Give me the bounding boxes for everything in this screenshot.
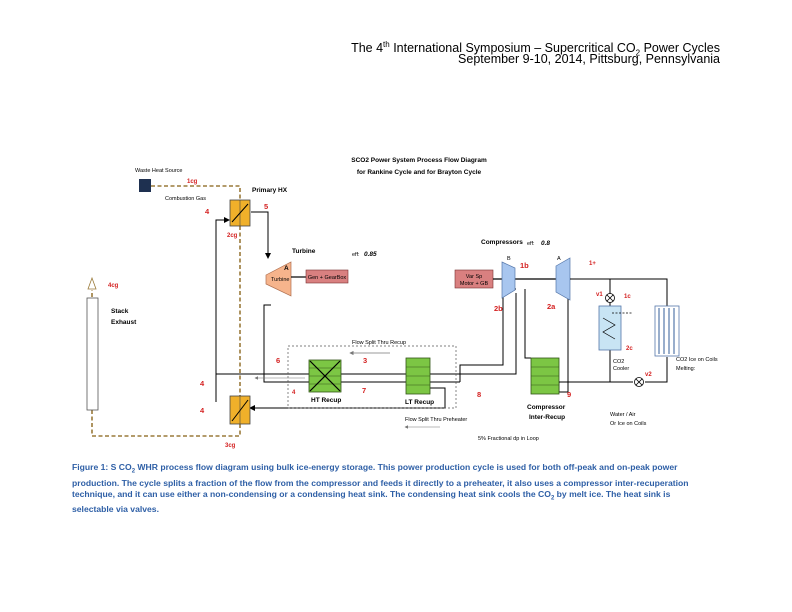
lt-recup-label: LT Recup <box>405 399 434 406</box>
waste-heat-source-label: Waste Heat Source <box>135 168 182 174</box>
state-4-top: 4 <box>205 207 210 216</box>
state-4cg: 4cg <box>108 283 119 289</box>
state-4-mid: 4 <box>292 390 296 396</box>
state-3: 3 <box>363 356 367 365</box>
state-5: 5 <box>264 202 268 211</box>
conference-title: The 4th International Symposium – Superc… <box>351 40 720 58</box>
compressor-a-tag: A <box>557 256 561 262</box>
state-1plus: 1+ <box>589 261 596 267</box>
combustion-gas-label: Combustion Gas <box>165 196 206 202</box>
recuperator-group <box>287 345 457 409</box>
compressor-b-tag: B <box>507 256 511 262</box>
figure-caption: Figure 1: S CO2 WHR process flow diagram… <box>72 462 689 515</box>
state-1cg: 1cg <box>187 179 198 185</box>
co2-cooler-coil <box>602 317 616 340</box>
primary-hx-label: Primary HX <box>252 187 288 194</box>
compressors-label: Compressors <box>481 239 523 246</box>
state-1b: 1b <box>520 261 529 270</box>
turbine-eff-label: eff: <box>352 252 360 258</box>
state-2b: 2b <box>494 304 503 313</box>
diagram-title-line1: SCO2 Power System Process Flow Diagram <box>351 157 487 164</box>
compressor-b <box>501 261 516 299</box>
state-4-left-b: 4 <box>200 406 205 415</box>
turbine-tag: A <box>284 265 289 272</box>
turbine-eff-value: 0.85 <box>364 251 377 258</box>
diagram-title-line2: for Rankine Cycle and for Brayton Cycle <box>357 169 482 176</box>
ice-coils-label-line1: CO2 Ice on Coils <box>676 357 718 363</box>
stack-label-line2: Exhaust <box>111 319 137 326</box>
state-2c: 2c <box>626 346 633 352</box>
state-6: 6 <box>276 356 280 365</box>
state-v2: v2 <box>645 372 652 378</box>
co2-lines <box>215 211 569 411</box>
combustion-gas-line <box>91 185 241 437</box>
conference-date: September 9-10, 2014, Pittsburg, Pennsyl… <box>458 52 720 66</box>
ht-recup-label: HT Recup <box>311 397 341 404</box>
gen-gearbox-label: Gen + GearBox <box>308 275 347 281</box>
state-4-left-a: 4 <box>200 379 205 388</box>
turbine-label: Turbine <box>292 248 316 255</box>
flow-split-recup-label: Flow Split Thru Recup <box>352 340 406 346</box>
state-8: 8 <box>477 390 481 399</box>
state-2cg: 2cg <box>227 233 238 239</box>
state-v1: v1 <box>596 292 603 298</box>
co2-cooler-label-line1: CO2 <box>613 359 624 365</box>
motor-label-line1: Var Sp <box>466 274 482 280</box>
water-air-label-line1: Water / Air <box>610 412 636 418</box>
ht-recup <box>308 359 342 393</box>
primary-hx <box>229 199 251 227</box>
compressor-eff-label: eff: <box>527 241 535 247</box>
valve-v1-mark-b <box>606 294 614 302</box>
gen-gearbox <box>305 269 349 284</box>
water-air-label-line2: Or Ice on Coils <box>610 421 647 427</box>
motor-label-line2: Motor + GB <box>460 281 489 287</box>
turbine-inner-label: Turbine <box>271 277 289 283</box>
state-3cg: 3cg <box>225 443 236 449</box>
co2-cooler-label-line2: Cooler <box>613 366 629 372</box>
stack-arrow <box>87 276 97 290</box>
compressor-eff-value: 0.8 <box>541 240 550 247</box>
compressor-inter-recup-label-line2: Inter-Recup <box>529 414 565 421</box>
lt-recup <box>405 357 431 395</box>
stack <box>86 297 99 411</box>
fractional-dp-label: 5% Fractional dp in Loop <box>478 436 539 442</box>
compressor-inter-recup-label-line1: Compressor <box>527 404 566 411</box>
compressor-a <box>555 257 571 301</box>
ice-coils <box>654 305 680 357</box>
waste-heat-source-box <box>139 179 151 192</box>
compressor-inter-recup <box>530 357 560 395</box>
valve-v2-mark-b <box>635 378 643 386</box>
preheater-hx <box>229 395 251 425</box>
state-1c: 1c <box>624 294 631 300</box>
flow-split-preheater-label: Flow Split Thru Preheater <box>405 417 467 423</box>
ice-coils-label-line2: Melting: <box>676 366 696 372</box>
state-9: 9 <box>567 390 571 399</box>
state-2a: 2a <box>547 302 556 311</box>
state-7: 7 <box>362 386 366 395</box>
turbine <box>265 261 292 297</box>
stack-label-line1: Stack <box>111 308 129 315</box>
